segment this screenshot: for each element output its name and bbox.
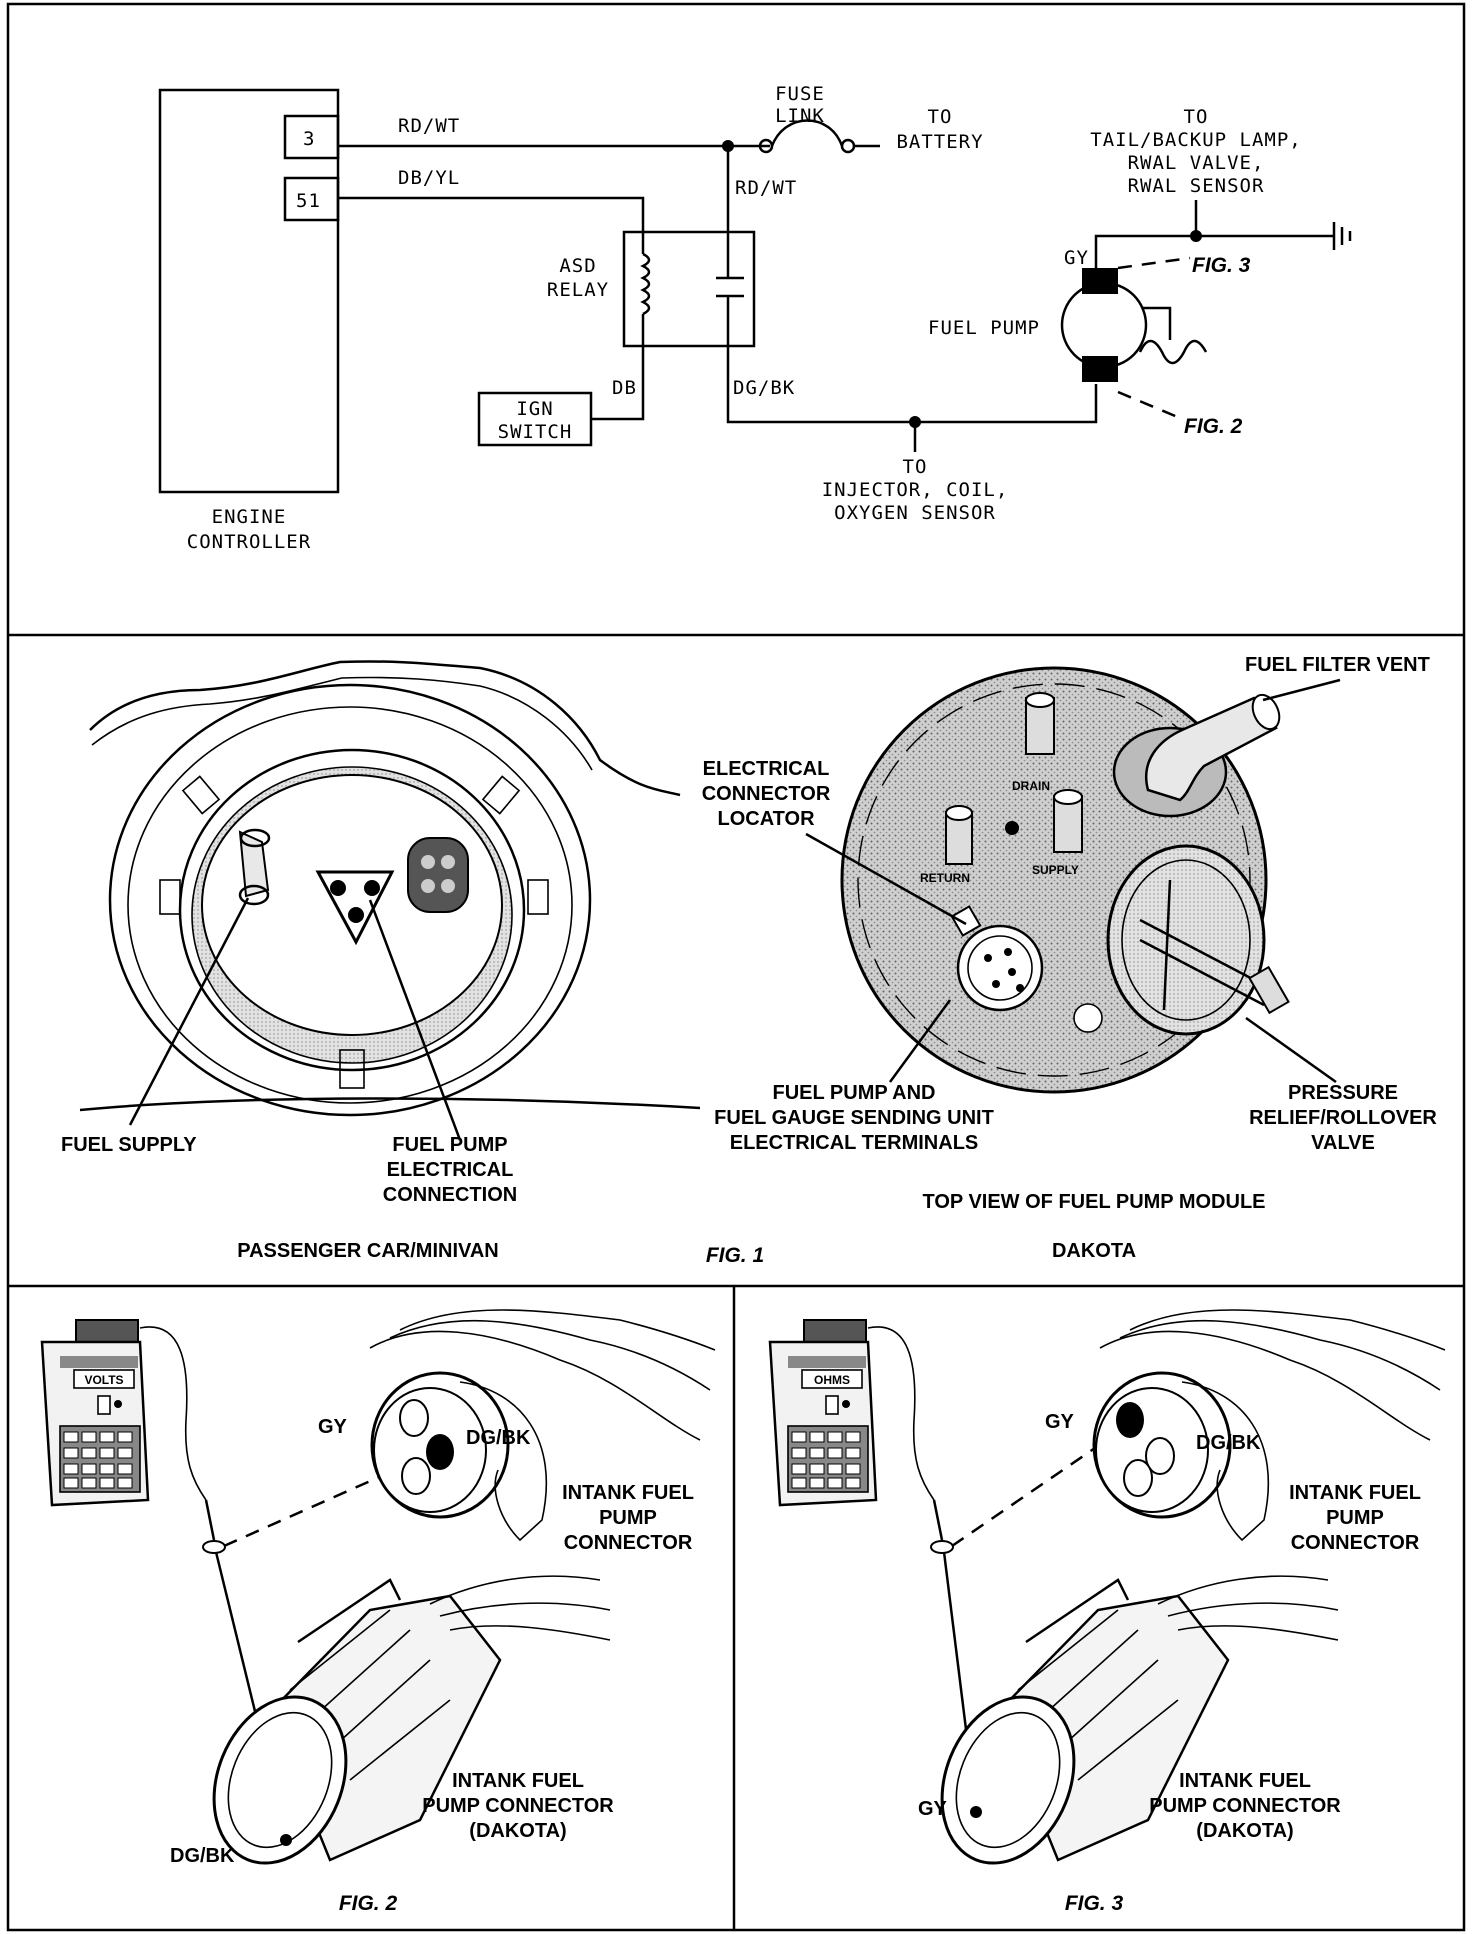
round-connector — [407, 837, 469, 913]
wire-label-rd-wt-vertical: RD/WT — [735, 177, 797, 199]
fig2-intank-label: INTANK FUEL — [562, 1482, 694, 1504]
fig2-dakota-label: INTANK FUEL — [452, 1770, 584, 1792]
asd-relay-label-2: RELAY — [547, 279, 609, 301]
fuel-pump-connection-label-2: ELECTRICAL — [387, 1159, 514, 1181]
fuel-pump-connection-label: FUEL PUMP — [392, 1134, 507, 1156]
fuel-supply-tube — [238, 828, 271, 906]
electrical-terminals-label: FUEL PUMP AND — [773, 1082, 936, 1104]
dakota-caption: DAKOTA — [1052, 1240, 1136, 1262]
fuel-filter-vent-label: FUEL FILTER VENT — [1245, 654, 1430, 676]
fig3-caption: FIG. 3 — [1065, 1892, 1124, 1915]
passenger-car-fuel-pump-illustration — [79, 660, 701, 1141]
connector-locator-label-3: LOCATOR — [717, 808, 815, 830]
fuel-pump-connection-label-3: CONNECTION — [383, 1184, 517, 1206]
multimeter — [40, 1319, 150, 1507]
fig3-reference: FIG. 3 — [1192, 254, 1251, 277]
fig1-label: FIG. 1 — [706, 1244, 764, 1267]
multimeter — [768, 1319, 878, 1507]
pressure-valve-label: PRESSURE — [1288, 1082, 1398, 1104]
fig2-intank-label-3: CONNECTOR — [564, 1532, 693, 1554]
passenger-car-caption: PASSENGER CAR/MINIVAN — [237, 1240, 499, 1262]
engine-controller-label: ENGINE — [212, 506, 287, 528]
fig3-gy-label: GY — [1045, 1411, 1075, 1433]
dakota-connector — [940, 1575, 1339, 1865]
pump-electrical-terminal — [315, 870, 395, 946]
wire-label-dg-bk: DG/BK — [733, 377, 795, 399]
fuse-link-label-2: LINK — [775, 105, 825, 127]
fig2-dg-bk-label: DG/BK — [466, 1427, 531, 1449]
to-battery-label-2: BATTERY — [896, 131, 983, 153]
to-injector-label: TO — [903, 456, 928, 478]
wiring-schematic: 3 51 ENGINE CONTROLLER RD/WT FUSE LINK T… — [158, 83, 1352, 553]
connector-locator-label-2: CONNECTOR — [702, 783, 831, 805]
fig2-gy-label: GY — [318, 1416, 348, 1438]
pin-3-box — [283, 114, 340, 160]
fig2-dakota-label-3: (DAKOTA) — [469, 1820, 566, 1842]
dakota-connector — [212, 1575, 611, 1865]
fig3-dg-bk-label: DG/BK — [1196, 1432, 1261, 1454]
wire-label-db-yl: DB/YL — [398, 167, 460, 189]
electrical-terminals-label-3: ELECTRICAL TERMINALS — [730, 1132, 979, 1154]
fig2-bottom-wire-label: DG/BK — [170, 1845, 235, 1867]
fuse-link — [758, 119, 880, 154]
engine-controller-box — [158, 88, 340, 494]
fig2-illustration — [40, 1309, 716, 1865]
engine-controller-label-2: CONTROLLER — [187, 531, 311, 553]
wire-label-rd-wt: RD/WT — [398, 115, 460, 137]
pin-3-label: 3 — [303, 128, 315, 150]
fig3-illustration — [768, 1309, 1446, 1865]
asd-relay-label: ASD — [559, 255, 596, 277]
electrical-terminals-label-2: FUEL GAUGE SENDING UNIT — [714, 1107, 994, 1129]
to-injector-label-3: OXYGEN SENSOR — [834, 502, 996, 524]
ign-switch-label: IGN — [516, 398, 553, 420]
fig3-dakota-label-2: PUMP CONNECTOR — [1149, 1795, 1341, 1817]
fig3-intank-label-2: PUMP — [1326, 1507, 1384, 1529]
connector-locator-label: ELECTRICAL — [703, 758, 830, 780]
to-injector-label-2: INJECTOR, COIL, — [822, 479, 1009, 501]
fig2-reference: FIG. 2 — [1184, 415, 1243, 438]
drain-label: DRAIN — [1012, 779, 1050, 793]
pressure-valve-label-3: VALVE — [1311, 1132, 1375, 1154]
fuel-pump-motor-symbol — [1060, 222, 1352, 382]
fuse-link-label: FUSE — [775, 83, 825, 105]
to-tail-label-4: RWAL SENSOR — [1128, 175, 1265, 197]
fuel-supply-label: FUEL SUPPLY — [61, 1134, 197, 1156]
fig3-intank-label: INTANK FUEL — [1289, 1482, 1421, 1504]
fig3-dakota-label-3: (DAKOTA) — [1196, 1820, 1293, 1842]
fig3-intank-label-3: CONNECTOR — [1291, 1532, 1420, 1554]
fig3-bottom-wire-label: GY — [918, 1798, 948, 1820]
wire-label-db: DB — [612, 377, 637, 399]
fuel-pump-label: FUEL PUMP — [928, 317, 1040, 339]
top-view-caption: TOP VIEW OF FUEL PUMP MODULE — [923, 1191, 1266, 1213]
fig2-caption: FIG. 2 — [339, 1892, 398, 1915]
fig2-intank-label-2: PUMP — [599, 1507, 657, 1529]
fig2-meter-display: VOLTS — [84, 1373, 123, 1387]
wire-label-gy: GY — [1064, 247, 1089, 269]
to-tail-label: TO — [1184, 106, 1209, 128]
ign-switch-label-2: SWITCH — [498, 421, 573, 443]
return-label: RETURN — [920, 871, 970, 885]
dakota-fuel-pump-module — [805, 666, 1341, 1094]
ign-switch-box — [477, 391, 593, 447]
to-tail-label-3: RWAL VALVE, — [1128, 152, 1265, 174]
fig3-dakota-label: INTANK FUEL — [1179, 1770, 1311, 1792]
asd-relay — [622, 230, 756, 348]
to-battery-label: TO — [928, 106, 953, 128]
page-frame — [6, 2, 1466, 1932]
fig3-meter-display: OHMS — [814, 1373, 850, 1387]
pin-51-label: 51 — [296, 190, 321, 212]
supply-label: SUPPLY — [1032, 863, 1079, 877]
fig2-dakota-label-2: PUMP CONNECTOR — [422, 1795, 614, 1817]
to-tail-label-2: TAIL/BACKUP LAMP, — [1090, 129, 1301, 151]
pressure-valve-label-2: RELIEF/ROLLOVER — [1249, 1107, 1437, 1129]
